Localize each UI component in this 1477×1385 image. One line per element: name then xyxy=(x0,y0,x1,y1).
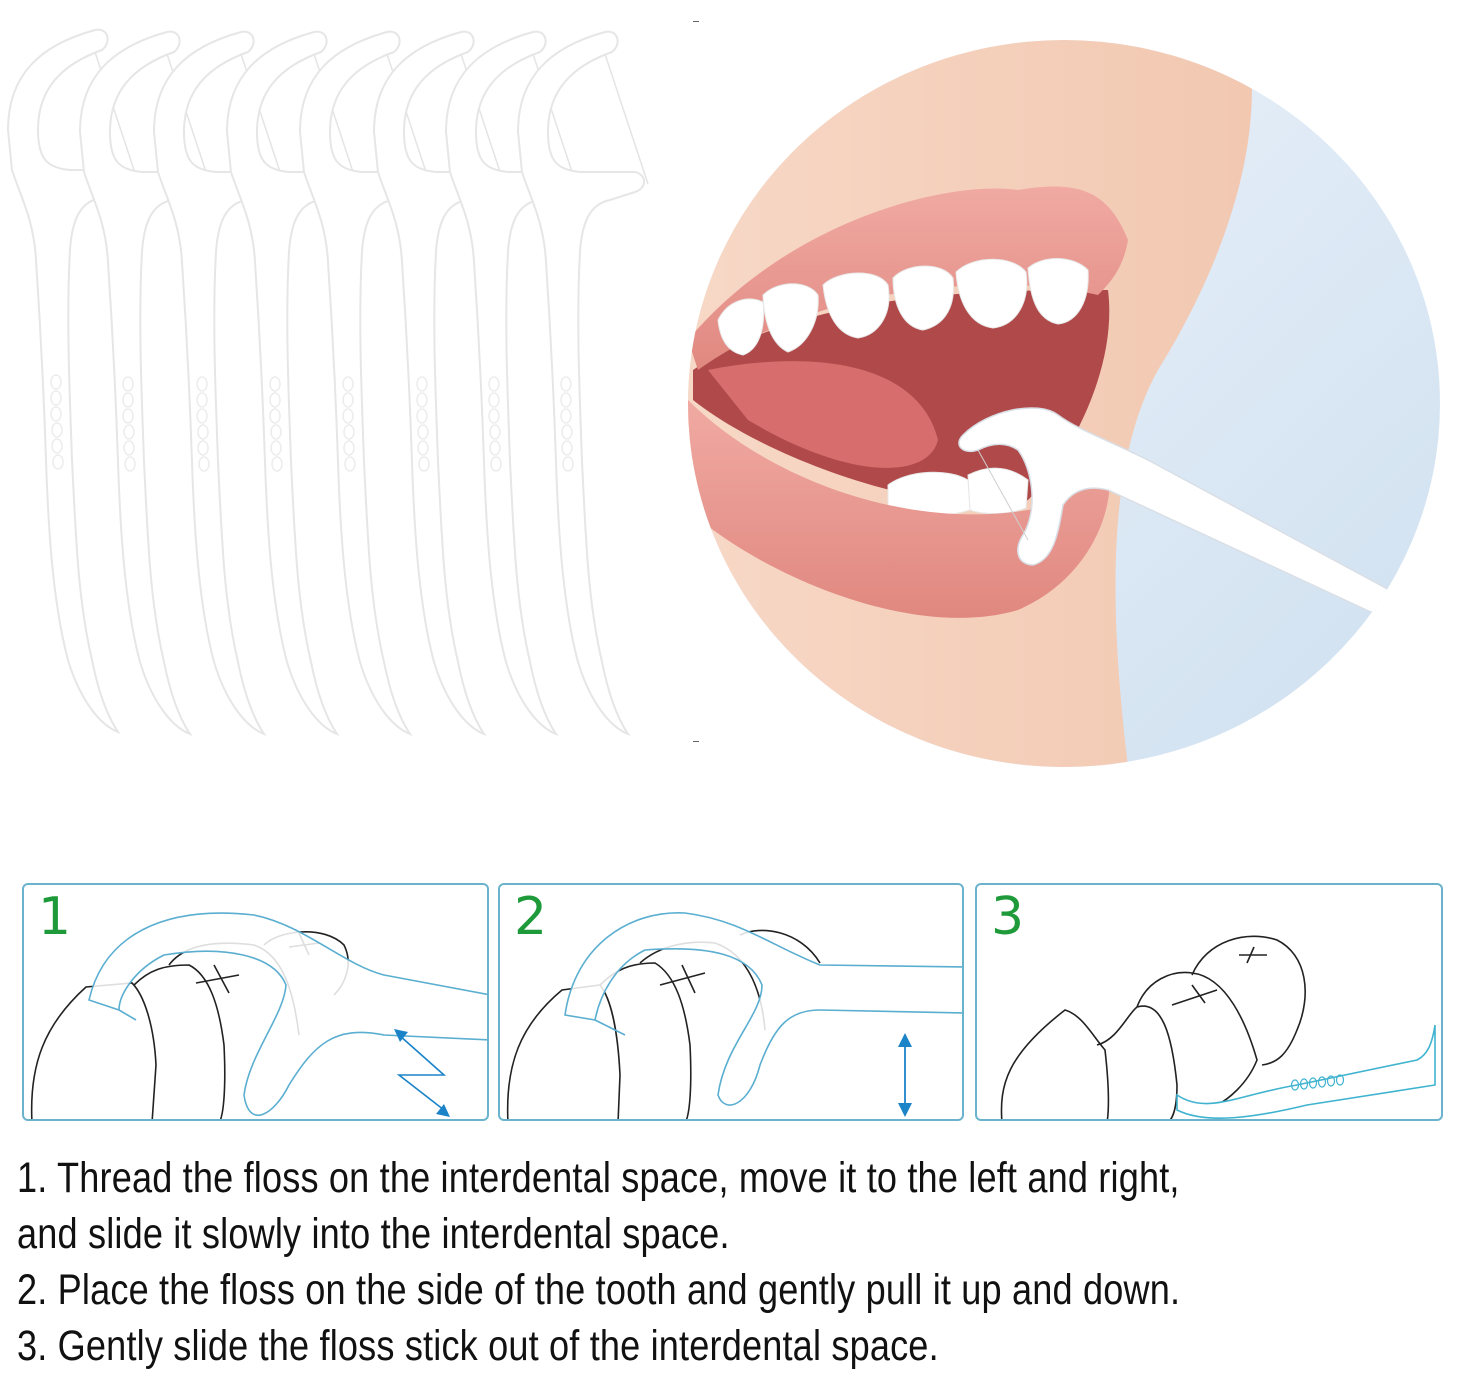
floss-picks-illustration xyxy=(7,28,649,735)
mouth-photo-illustration xyxy=(688,40,1440,767)
crop-mark xyxy=(693,21,699,22)
step-number: 1 xyxy=(38,887,72,947)
instruction-line-1: 1. Thread the floss on the interdental s… xyxy=(17,1154,1180,1202)
step-number: 2 xyxy=(514,887,548,947)
mouth-photo-circle xyxy=(688,40,1440,767)
step-number: 3 xyxy=(991,887,1025,947)
step-2-panel: 2 xyxy=(498,883,964,1121)
instruction-line-1-cont: and slide it slowly into the interdental… xyxy=(17,1210,730,1258)
instruction-line-2: 2. Place the floss on the side of the to… xyxy=(17,1266,1181,1314)
step-3-panel: 3 xyxy=(975,883,1443,1121)
instructions-block: 1. Thread the floss on the interdental s… xyxy=(17,1150,1477,1374)
step-1-panel: 1 xyxy=(22,883,489,1121)
crop-mark xyxy=(693,741,699,742)
instruction-line-3: 3. Gently slide the floss stick out of t… xyxy=(17,1322,939,1370)
floss-picks-group xyxy=(0,20,700,750)
step-3-illustration xyxy=(1000,935,1436,1119)
step-1-illustration xyxy=(30,912,487,1119)
step-2-illustration xyxy=(506,912,962,1119)
